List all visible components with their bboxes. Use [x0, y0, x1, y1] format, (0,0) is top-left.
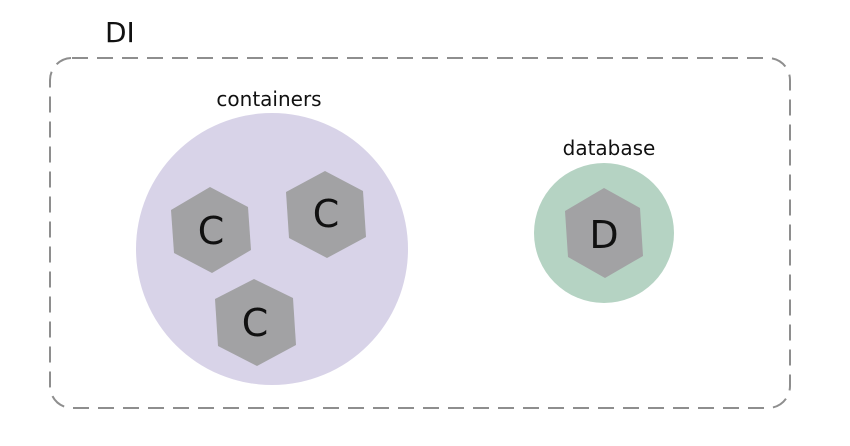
di-boundary	[49, 57, 791, 409]
container-node: C	[286, 171, 366, 258]
container-letter: C	[313, 192, 340, 236]
container-node: C	[215, 279, 296, 366]
container-hexagon	[171, 187, 251, 273]
database-node: D	[565, 188, 643, 278]
container-letter: C	[242, 301, 269, 345]
container-hexagon	[286, 171, 366, 258]
containers-label: containers	[216, 87, 321, 111]
container-node: C	[171, 187, 251, 273]
container-hexagon	[215, 279, 296, 366]
containers-group: containers C C C	[136, 87, 408, 385]
container-letter: C	[198, 209, 225, 253]
database-label: database	[563, 136, 656, 160]
database-hexagon	[565, 188, 643, 278]
database-group: database D	[534, 136, 674, 303]
di-title: DI	[105, 16, 135, 49]
database-letter: D	[589, 213, 618, 257]
